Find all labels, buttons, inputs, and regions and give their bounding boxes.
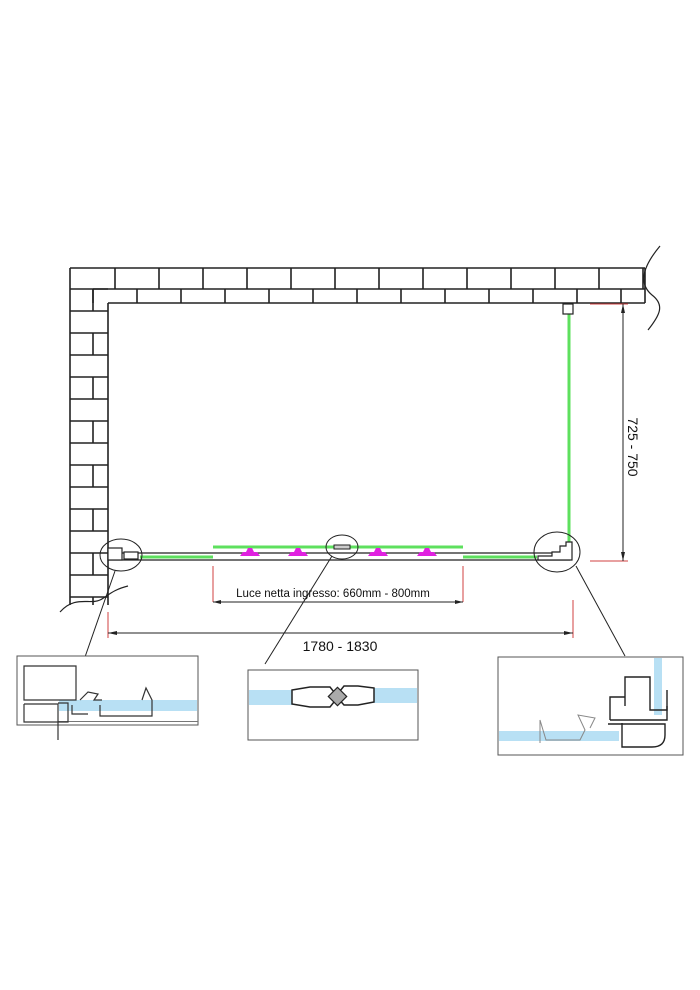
left-wall-profile [107, 547, 139, 561]
depth-label: 725 - 750 [625, 417, 641, 476]
callout-circle-center [325, 534, 359, 560]
brick-wall [69, 267, 646, 605]
depth-dimension [590, 303, 628, 562]
callout-circle-left [99, 538, 143, 572]
detail-magnetic-seal [247, 669, 419, 741]
wall-break-right [643, 245, 661, 331]
wall-break-bottom [59, 585, 129, 613]
detail-corner-profile [497, 656, 684, 756]
detail-left-wall-profile [16, 655, 199, 740]
side-panel-bracket [562, 303, 574, 315]
roller-icon [417, 548, 437, 556]
detail-callouts [84, 531, 626, 665]
opening-dimension [212, 566, 464, 604]
roller-icon [368, 548, 388, 556]
opening-label: Luce netta ingresso: 660mm - 800mm [236, 588, 430, 600]
glass-panels [140, 312, 571, 559]
right-corner-profile [537, 541, 573, 561]
rollers [240, 548, 437, 556]
roller-icon [288, 548, 308, 556]
width-label: 1780 - 1830 [303, 638, 378, 654]
callout-circle-right [533, 531, 581, 573]
magnetic-seal [333, 544, 351, 550]
width-dimension [107, 600, 574, 638]
bottom-profile [108, 552, 572, 561]
roller-icon [240, 548, 260, 556]
